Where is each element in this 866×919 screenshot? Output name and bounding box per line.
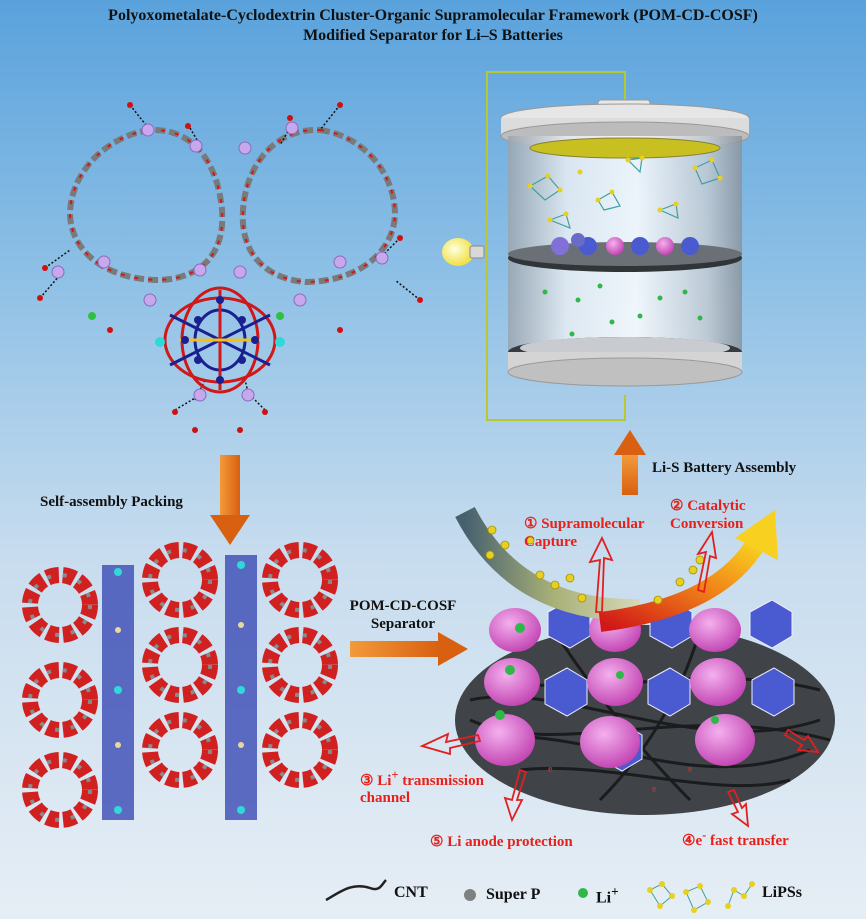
battery-assembly-label: Li-S Battery Assembly [652,460,797,476]
cd-ring-right [239,126,399,286]
lips-icon-2 [683,883,711,913]
legend-li-sup: + [611,884,619,899]
light-bulb-icon [442,238,485,266]
packed-framework [22,542,338,828]
pom-cd-molecular-structure [37,102,423,433]
anode-number: ⑤ [430,834,444,850]
catalytic-text: Catalytic [687,498,746,514]
figure-title-line2: Modified Separator for Li–S Batteries [303,27,563,44]
self-assembly-arrow [210,455,250,545]
legend-super-p-label: Super P [486,886,541,903]
separator-arrow [350,632,468,666]
legend-li-label: Li+ [596,884,619,907]
capture-label-line1: ① Supramolecular [524,514,645,533]
separator-label-line2: Separator [370,616,436,632]
figure-title-line1: Polyoxometalate-Cyclodextrin Cluster-Org… [108,7,758,24]
li-s-battery [442,71,750,421]
pom-columns [102,555,257,820]
transmission-li-sup: + [391,768,399,782]
svg-text:e: e [652,784,657,795]
transmission-number: ③ [360,773,374,789]
transmission-label-line2: channel [360,790,411,806]
fast-transfer-label: ④e- fast transfer [682,828,789,850]
fast-transfer-text: fast transfer [706,833,789,849]
legend-glyphs [325,879,755,913]
catalytic-number: ② [670,498,684,514]
anode-protection-label: ⑤ Li anode protection [430,832,573,851]
catalytic-label-line1: ② Catalytic [670,496,746,515]
cd-ring-left [66,126,226,284]
transmission-label-line1: ③ Li+ transmission [360,768,484,790]
lips-icon-3 [725,881,755,909]
transmission-li: Li [377,773,392,789]
capture-label-line2: Capture [524,534,578,550]
li-ion-icon [578,888,588,898]
separator-mechanism: e e e [419,506,835,828]
transmission-text: transmission [398,773,484,789]
fast-transfer-number: ④ [682,833,696,849]
fast-transfer-e: e [695,833,703,849]
svg-text:e: e [548,764,553,775]
anode-text: Li anode protection [447,834,573,850]
legend-li-text: Li [596,889,612,907]
lips-icon-1 [647,881,675,909]
fast-transfer-sup: - [702,828,707,842]
battery-assembly-arrow [614,430,646,495]
legend-cnt-label: CNT [394,884,428,901]
capture-number: ① [524,516,538,532]
legend-lipss-label: LiPSs [762,884,803,901]
super-p-icon [464,889,476,901]
separator-label-line1: POM-CD-COSF [349,598,457,614]
circuit-wire [486,71,626,421]
svg-text:e: e [688,764,693,775]
capture-text: Supramolecular [541,516,645,532]
self-assembly-label: Self-assembly Packing [40,494,183,510]
catalytic-label-line2: Conversion [670,516,744,532]
catalytic-arrow [598,539,764,632]
cnt-icon [325,879,387,902]
capture-arc [455,506,641,622]
